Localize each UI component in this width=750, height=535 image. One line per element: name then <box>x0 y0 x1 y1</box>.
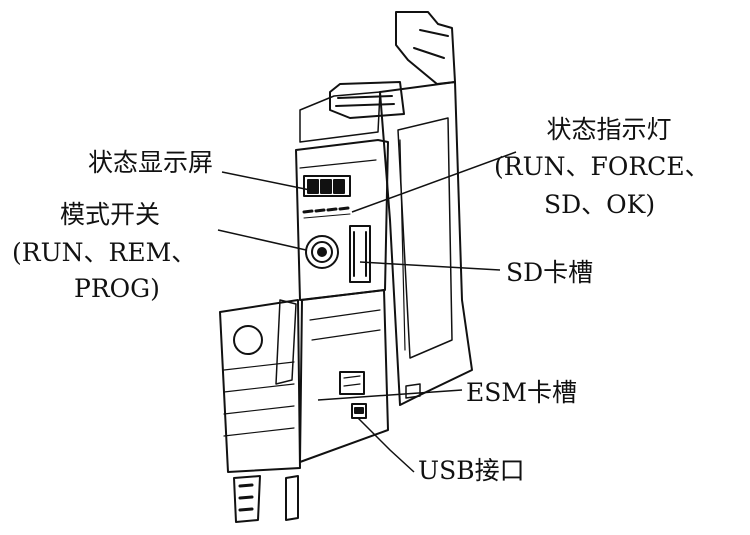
leader-sd-slot <box>359 261 501 271</box>
usb-port <box>351 403 367 419</box>
usb-port-label: USB接口 <box>418 456 525 485</box>
esm-slot-label: ESM卡槽 <box>466 378 577 407</box>
leader-status-leds <box>351 151 517 213</box>
esm-card-bay <box>299 289 389 463</box>
side-panel <box>379 81 473 406</box>
status-leds-options-line1: (RUN、FORCE、 <box>494 152 710 181</box>
sd-slot-label: SD卡槽 <box>506 258 594 287</box>
mode-switch-options-line1: (RUN、REM、 <box>12 238 197 267</box>
status-leds-label: 状态指示灯 <box>546 115 672 144</box>
front-housing <box>295 139 389 301</box>
front-door <box>219 299 301 473</box>
top-latch <box>329 11 456 119</box>
status-display-screen <box>303 175 351 197</box>
status-leds-options-line2: SD、OK) <box>544 190 656 219</box>
status-led-row <box>302 206 351 219</box>
leader-usb-port <box>357 417 415 473</box>
mode-switch-options-line2: PROG) <box>74 274 160 303</box>
leader-esm-slot <box>317 389 463 401</box>
sd-card-slot <box>349 225 371 283</box>
leader-status-display <box>221 171 311 191</box>
leader-mode-switch <box>217 229 307 251</box>
status-display-label: 状态显示屏 <box>88 148 214 177</box>
mode-switch-dial <box>305 235 339 269</box>
mode-switch-label: 模式开关 <box>60 200 161 229</box>
